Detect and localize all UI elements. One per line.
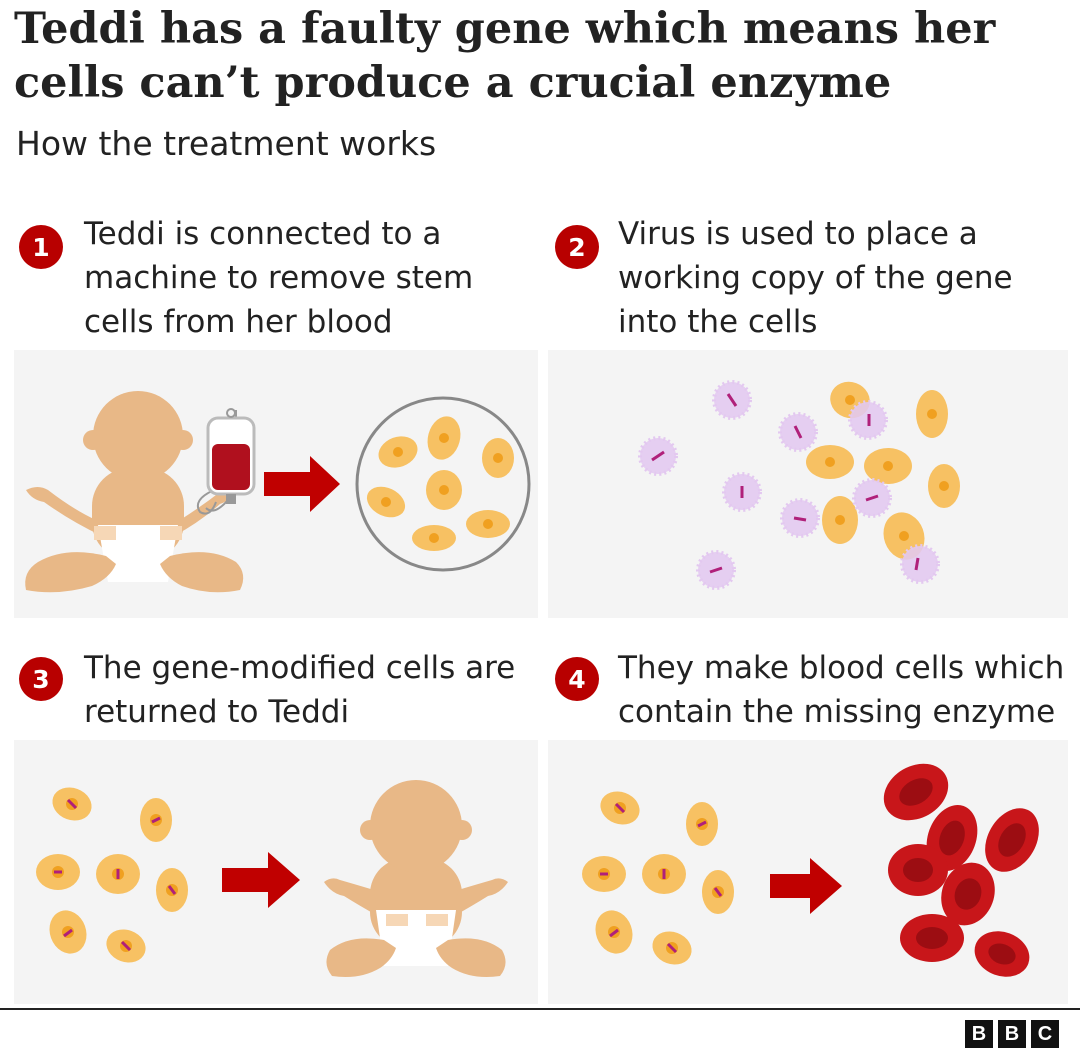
step-4-line-2: contain the missing enzyme (618, 694, 1056, 730)
petri-dish-icon (355, 396, 531, 572)
step-2-badge: 2 (555, 225, 599, 269)
red-blood-cell-icon (888, 844, 948, 896)
panel-4-illustration (548, 740, 1068, 1004)
stem-cell-icon (916, 390, 948, 438)
stem-cell-icon (652, 931, 692, 965)
baby-icon (25, 391, 244, 593)
virus-icon (780, 498, 820, 538)
panel-1-illustration (14, 350, 538, 618)
arrow-icon (222, 852, 300, 908)
virus-icon (778, 412, 818, 452)
subtitle: How the treatment works (16, 124, 437, 163)
stem-cell-icon (806, 445, 854, 479)
stem-cell-icon (106, 929, 146, 963)
virus-icon (900, 544, 940, 584)
title: Teddi has a faulty gene which means her … (14, 4, 996, 108)
panel-2-illustration (548, 350, 1068, 618)
baby-icon (324, 780, 508, 977)
stem-cell-icon (366, 486, 406, 518)
logo-block-3: C (1031, 1020, 1059, 1048)
stem-cell-icon (52, 787, 92, 821)
red-blood-cell-icon (883, 763, 949, 821)
stem-cell-icon (427, 416, 461, 460)
stem-cell-icon (36, 854, 80, 890)
step-3-line-1: The gene-modified cells are (84, 650, 516, 686)
step-1-line-2: machine to remove stem (84, 260, 474, 296)
virus-icon (722, 472, 762, 512)
stem-cell-icon (702, 870, 734, 914)
stem-cell-icon (595, 910, 633, 954)
stem-cell-icon (412, 525, 456, 551)
stem-cell-icon (600, 791, 640, 825)
stem-cell-icon (864, 448, 912, 484)
stem-cell-icon (582, 856, 626, 892)
logo-block-1: B (965, 1020, 993, 1048)
step-1-line-1: Teddi is connected to a (84, 216, 442, 252)
bbc-logo: B B C (965, 1020, 1059, 1048)
red-blood-cell-icon (900, 914, 964, 962)
arrow-icon (264, 456, 340, 512)
step-3-badge: 3 (19, 657, 63, 701)
stem-cell-icon (426, 470, 462, 510)
step-1-text: Teddi is connected to a machine to remov… (84, 212, 473, 344)
red-blood-cell-icon (985, 808, 1039, 872)
arrow-icon (770, 858, 842, 914)
virus-icon (696, 550, 736, 590)
step-1-badge: 1 (19, 225, 63, 269)
stem-cell-icon (482, 438, 514, 478)
step-4-line-1: They make blood cells which (618, 650, 1065, 686)
footer-rule (0, 1008, 1080, 1010)
step-2-line-1: Virus is used to place a (618, 216, 978, 252)
blood-bag-icon (205, 408, 256, 512)
stem-cell-icon (928, 464, 960, 508)
logo-block-2: B (998, 1020, 1026, 1048)
stem-cell-icon (156, 868, 188, 912)
step-2-line-3: into the cells (618, 304, 818, 340)
step-4-text: They make blood cells which contain the … (618, 646, 1064, 734)
stem-cell-icon (378, 436, 418, 468)
step-1-line-3: cells from her blood (84, 304, 393, 340)
step-2-line-2: working copy of the gene (618, 260, 1013, 296)
step-3-text: The gene-modified cells are returned to … (84, 646, 515, 734)
step-3-line-2: returned to Teddi (84, 694, 350, 730)
stem-cell-icon (686, 802, 718, 846)
virus-icon (712, 380, 752, 420)
stem-cell-icon (96, 854, 140, 894)
red-blood-cell-icon (941, 862, 995, 926)
step-2-text: Virus is used to place a working copy of… (618, 212, 1013, 344)
stem-cell-icon (140, 798, 172, 842)
virus-icon (848, 400, 888, 440)
panel-3-illustration (14, 740, 538, 1004)
stem-cell-icon (642, 854, 686, 894)
stem-cell-icon (466, 510, 510, 538)
stem-cell-icon (822, 496, 858, 544)
red-blood-cell-icon (974, 931, 1030, 977)
virus-icon (852, 478, 892, 518)
virus-icon (638, 436, 678, 476)
stem-cell-icon (49, 910, 87, 954)
step-4-badge: 4 (555, 657, 599, 701)
